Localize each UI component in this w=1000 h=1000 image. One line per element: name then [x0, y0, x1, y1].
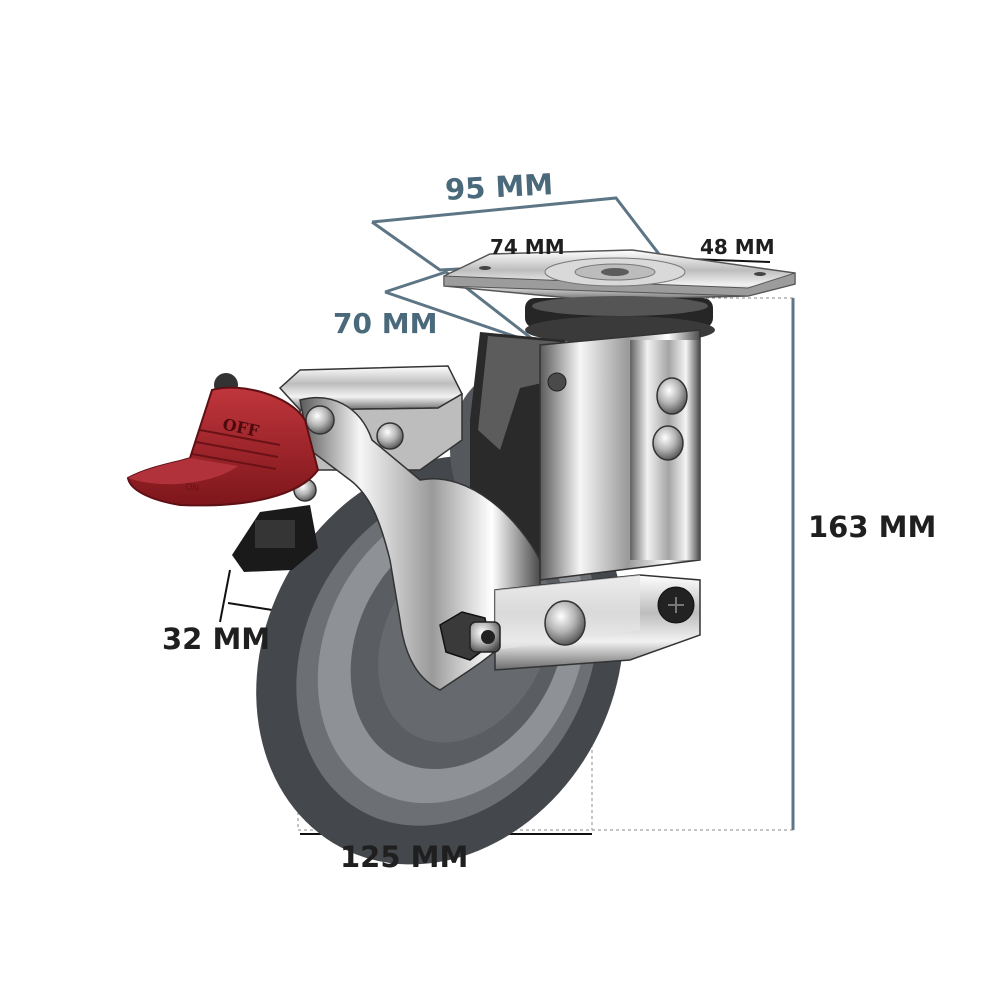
bolt-icon	[305, 405, 335, 435]
screw-icon	[547, 372, 567, 392]
top-mounting-plate	[443, 249, 796, 301]
bolt-icon	[656, 377, 688, 415]
brake-on-label: ON	[184, 482, 199, 494]
wheel-diameter-label: 125 MM	[340, 840, 469, 874]
dim-70-line	[384, 270, 541, 347]
bolt-icon	[544, 600, 586, 646]
top-plate-diagonal-label: 95 MM	[444, 167, 554, 207]
bolts	[293, 372, 695, 661]
total-height-label: 163 MM	[808, 510, 937, 544]
axle-nut-icon	[439, 611, 501, 661]
top-plate-side-label: 70 MM	[333, 307, 438, 340]
brake-pedal: OFF ON	[126, 373, 320, 572]
wheel-width-label: 32 MM	[162, 622, 271, 656]
bolt-icon	[376, 422, 404, 450]
top-plate-width-label: 48 MM	[700, 235, 775, 259]
top-plate-length-label: 74 MM	[490, 235, 565, 259]
bolt-icon	[652, 425, 684, 461]
dim-32-left	[219, 569, 231, 623]
